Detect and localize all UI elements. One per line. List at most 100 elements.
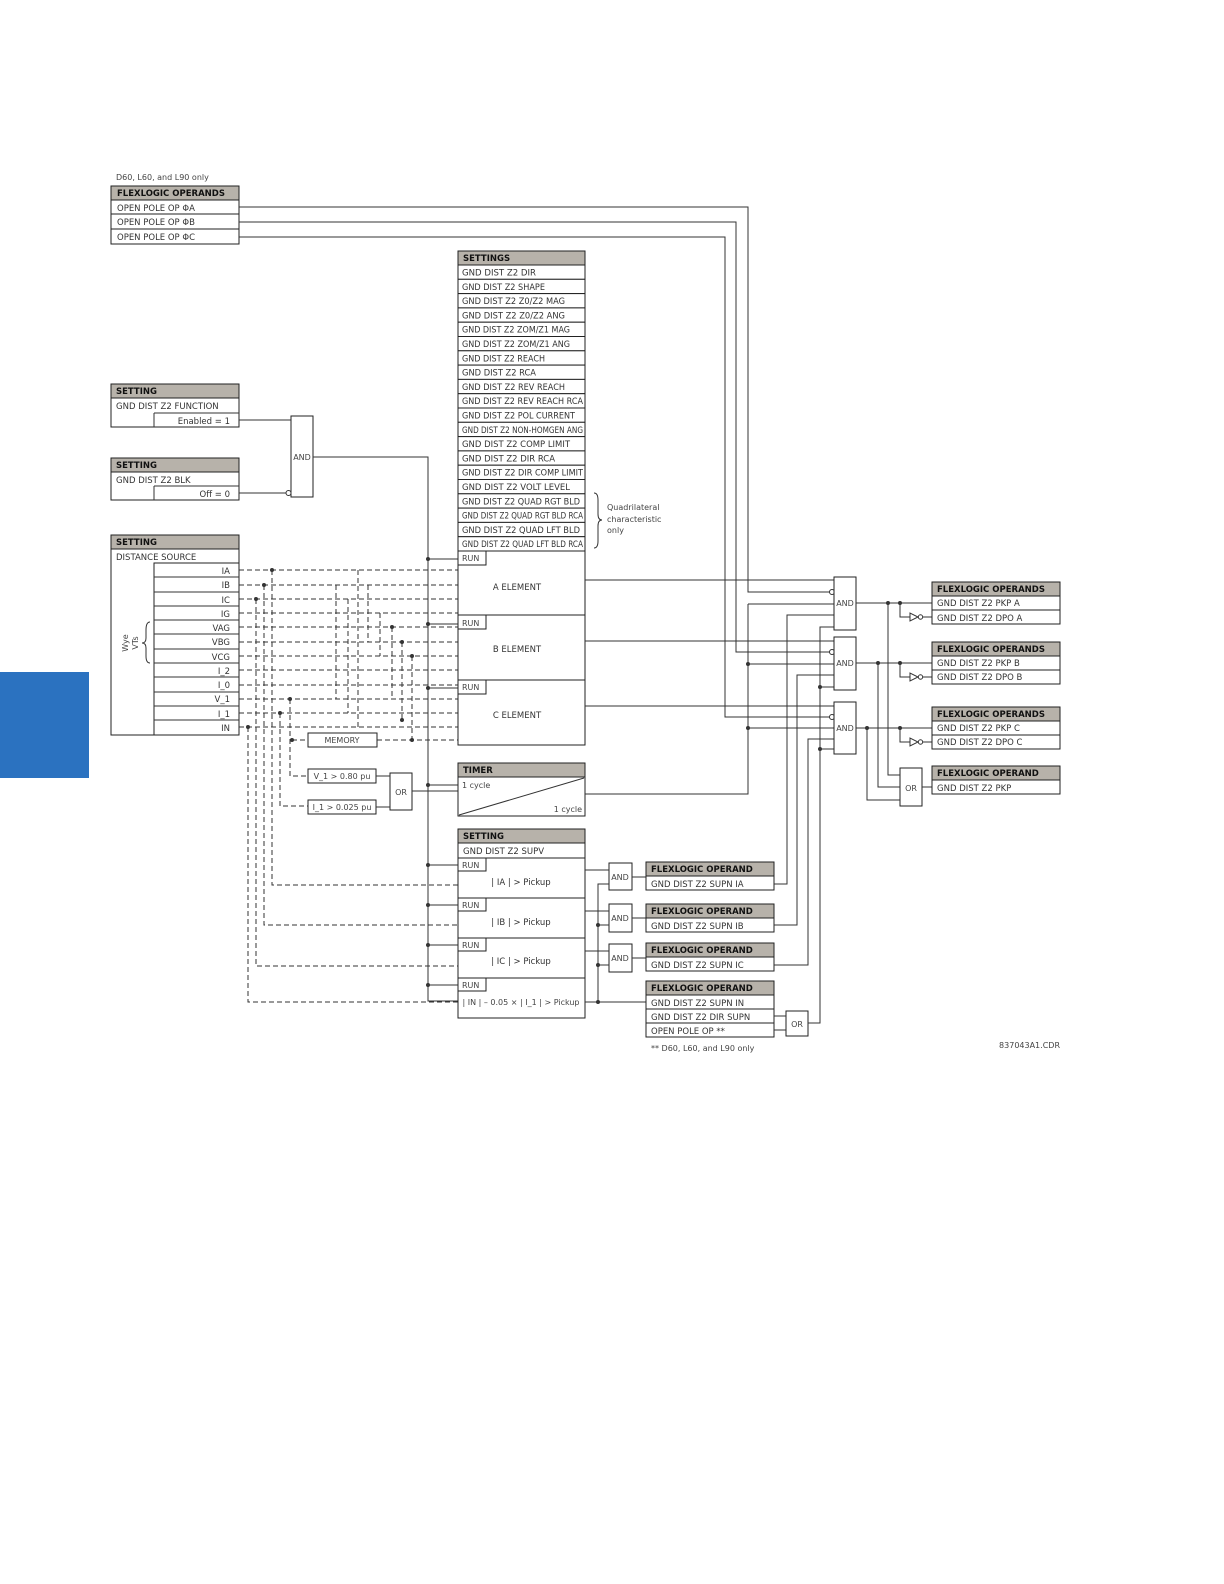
open-pole-block: FLEXLOGIC OPERANDS OPEN POLE OP ΦA OPEN … <box>110 185 240 245</box>
output-a-block: FLEXLOGIC OPERANDS GND DIST Z2 PKP A GND… <box>931 581 1061 625</box>
timer-dropout: 1 cycle <box>554 805 582 814</box>
note-bottom: ** D60, L60, and L90 only <box>651 1044 755 1053</box>
dir-supn-item: GND DIST Z2 DIR SUPN <box>651 1013 750 1023</box>
dpo-a: GND DIST Z2 DPO A <box>937 614 1023 624</box>
supv-check-ic: | IC | > Pickup <box>491 957 551 967</box>
quad-note-2: characteristic <box>607 515 661 524</box>
pkp-a: GND DIST Z2 PKP A <box>937 599 1020 609</box>
blk-setting: SETTING GND DIST Z2 BLK Off = 0 <box>110 457 240 501</box>
supv-run-1: RUN <box>462 861 479 870</box>
supv-header: SETTING <box>463 832 504 842</box>
pkp-c: GND DIST Z2 PKP C <box>937 724 1020 734</box>
supn-in-block: FLEXLOGIC OPERAND GND DIST Z2 SUPN IN GN… <box>645 980 775 1038</box>
signal-vbg: VBG <box>212 638 230 648</box>
supv-run-3: RUN <box>462 941 479 950</box>
supn-ia-output: FLEXLOGIC OPERAND GND DIST Z2 SUPN IA <box>645 861 775 891</box>
vts-label: VTs <box>131 636 140 649</box>
settings-item: GND DIST Z2 QUAD LFT BLD RCA <box>462 540 583 550</box>
memory-block <box>307 732 378 748</box>
blk-setting-value: Off = 0 <box>200 490 230 500</box>
output-c-header: FLEXLOGIC OPERANDS <box>937 710 1045 720</box>
supn-in-item: GND DIST Z2 SUPN IN <box>651 999 744 1009</box>
v1-comparator-label: V_1 > 0.80 pu <box>314 772 371 781</box>
element-c: RUN C ELEMENT <box>457 679 586 746</box>
supv-check-in: | IN | – 0.05 × | I_1 | > Pickup <box>462 998 579 1007</box>
function-setting: SETTING GND DIST Z2 FUNCTION Enabled = 1 <box>110 383 240 428</box>
settings-item: GND DIST Z2 REACH <box>462 354 545 364</box>
wire-open-pole-a <box>239 206 830 593</box>
timer-pickup: 1 cycle <box>462 781 490 790</box>
output-b-header: FLEXLOGIC OPERANDS <box>937 645 1045 655</box>
signal-v1: V_1 <box>215 695 230 705</box>
open-pole-header: FLEXLOGIC OPERANDS <box>117 189 225 199</box>
output-a-header: FLEXLOGIC OPERANDS <box>937 585 1045 595</box>
supn-ib-output: FLEXLOGIC OPERAND GND DIST Z2 SUPN IB <box>645 903 775 933</box>
settings-header: SETTINGS <box>463 254 510 264</box>
supn-ia-header: FLEXLOGIC OPERAND <box>651 865 753 875</box>
signal-i0: I_0 <box>218 681 230 691</box>
or-supn-in-label: OR <box>791 1020 803 1029</box>
open-pole-op-item: OPEN POLE OP ** <box>651 1027 725 1037</box>
supv-run-4: RUN <box>462 981 479 990</box>
output-pkp-block: FLEXLOGIC OPERAND GND DIST Z2 PKP <box>931 765 1061 795</box>
output-pkp-header: FLEXLOGIC OPERAND <box>937 769 1039 779</box>
function-setting-header: SETTING <box>116 387 157 397</box>
and-out-c-label: AND <box>836 724 854 733</box>
settings-item: GND DIST Z2 Z0/Z2 MAG <box>462 297 565 307</box>
settings-item: GND DIST Z2 VOLT LEVEL <box>462 483 570 493</box>
quad-note-3: only <box>607 526 624 535</box>
i1-comparator-label: I_1 > 0.025 pu <box>313 803 372 812</box>
dropout-inverters <box>909 612 932 747</box>
settings-item: GND DIST Z2 COMP LIMIT <box>462 440 571 450</box>
supn-in-header: FLEXLOGIC OPERAND <box>651 984 753 994</box>
supn-ic-item: GND DIST Z2 SUPN IC <box>651 961 744 971</box>
run-label-b: RUN <box>462 619 479 628</box>
wire-open-pole-b <box>239 221 830 653</box>
function-setting-name: GND DIST Z2 FUNCTION <box>116 402 219 412</box>
signal-ib: IB <box>222 581 231 591</box>
memory-label: MEMORY <box>324 736 359 745</box>
signal-ic: IC <box>222 596 231 606</box>
element-b: RUN B ELEMENT <box>457 614 586 681</box>
signal-in: IN <box>221 724 230 734</box>
run-label-c: RUN <box>462 683 479 692</box>
signal-routing <box>239 568 458 1003</box>
wire-timer <box>585 727 834 795</box>
and-gate-enable-label: AND <box>293 453 311 462</box>
supv-check-ia: | IA | > Pickup <box>491 878 550 888</box>
wire-enable <box>313 456 458 1002</box>
pkp-any: GND DIST Z2 PKP <box>937 784 1011 794</box>
open-pole-a: OPEN POLE OP ΦA <box>117 204 195 214</box>
supn-ib-item: GND DIST Z2 SUPN IB <box>651 922 744 932</box>
settings-item: GND DIST Z2 DIR <box>462 269 536 279</box>
source-setting-header: SETTING <box>116 538 157 548</box>
supv-name: GND DIST Z2 SUPV <box>463 847 544 857</box>
settings-item: GND DIST Z2 DIR COMP LIMIT <box>462 469 584 479</box>
side-tab <box>0 672 89 778</box>
element-a: RUN A ELEMENT <box>457 550 586 616</box>
output-b-block: FLEXLOGIC OPERANDS GND DIST Z2 PKP B GND… <box>931 641 1061 685</box>
distance-source-setting: SETTING DISTANCE SOURCE IA IB IC IG VAG … <box>110 534 240 736</box>
and-supn-ia-label: AND <box>611 873 629 882</box>
note-top: D60, L60, and L90 only <box>116 173 209 182</box>
blk-setting-name: GND DIST Z2 BLK <box>116 476 191 486</box>
settings-item: GND DIST Z2 RCA <box>462 369 536 379</box>
settings-item: GND DIST Z2 ZOM/Z1 ANG <box>462 340 570 350</box>
signal-vcg: VCG <box>212 653 230 663</box>
and-out-a-label: AND <box>836 599 854 608</box>
open-pole-c: OPEN POLE OP ΦC <box>117 233 195 243</box>
wire-open-pole-c <box>239 236 830 718</box>
settings-item: GND DIST Z2 POL CURRENT <box>462 412 576 422</box>
settings-item: GND DIST Z2 NON-HOMGEN ANG <box>462 426 583 436</box>
timer-block: TIMER 1 cycle 1 cycle <box>457 762 586 817</box>
signal-ig: IG <box>221 610 230 620</box>
signal-vag: VAG <box>212 624 230 634</box>
supv-run-2: RUN <box>462 901 479 910</box>
settings-item: GND DIST Z2 QUAD LFT BLD <box>462 526 580 536</box>
and-out-b-label: AND <box>836 659 854 668</box>
settings-item: GND DIST Z2 ZOM/Z1 MAG <box>462 326 570 336</box>
settings-item: GND DIST Z2 QUAD RGT BLD <box>462 497 580 507</box>
function-setting-value: Enabled = 1 <box>178 417 230 427</box>
